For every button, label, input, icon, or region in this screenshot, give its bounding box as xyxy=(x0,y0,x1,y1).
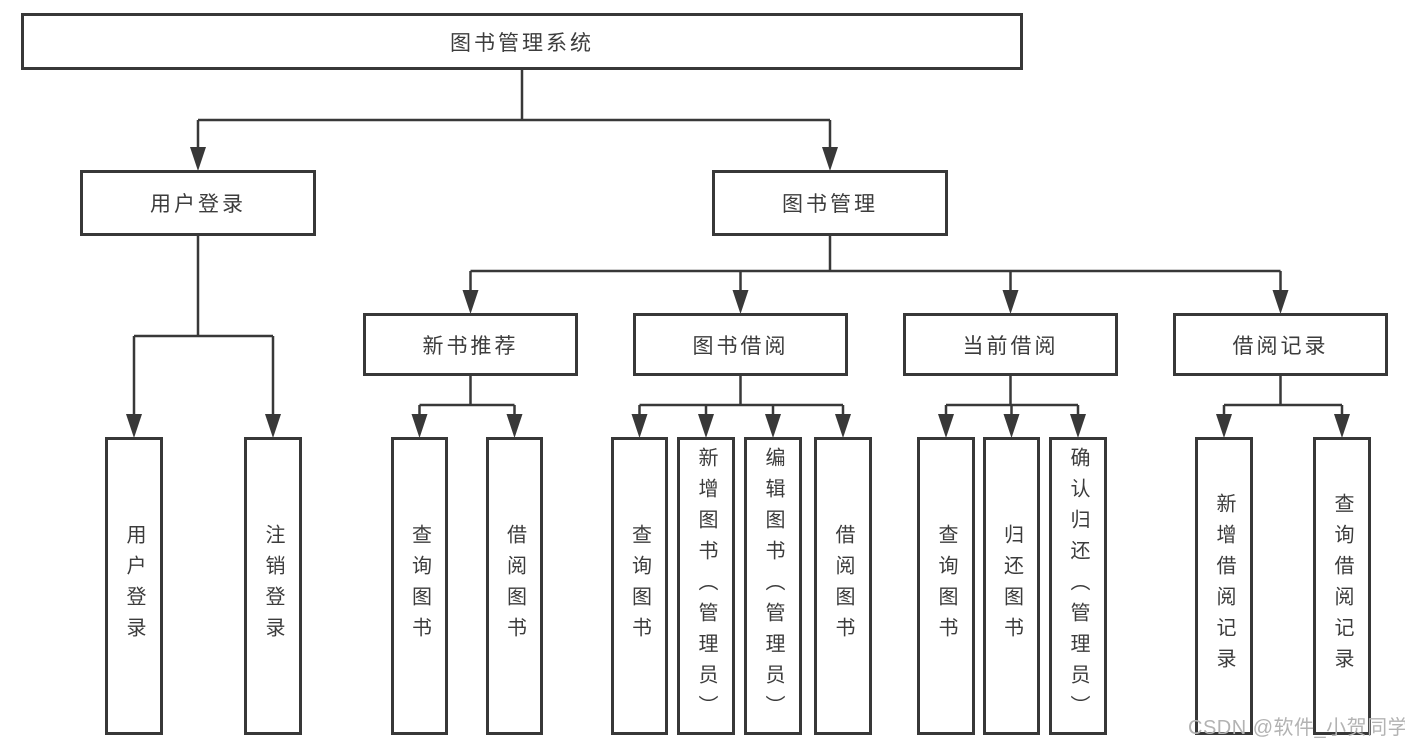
leaf-query-books-borrowing: 查询图书 xyxy=(611,437,668,735)
node-current-borrowing: 当前借阅 xyxy=(903,313,1118,376)
leaf-edit-books-admin: 编辑图书（管理员） xyxy=(744,437,802,735)
leaf-add-borrow-record: 新增借阅记录 xyxy=(1195,437,1253,735)
leaf-borrow-books-recommend: 借阅图书 xyxy=(486,437,543,735)
node-label: 新书推荐 xyxy=(422,334,519,358)
leaf-query-books-current: 查询图书 xyxy=(917,437,975,735)
node-book-management-branch: 图书管理 xyxy=(712,170,948,236)
leaf-label: 借阅图书 xyxy=(832,524,854,648)
leaf-borrow-books: 借阅图书 xyxy=(814,437,872,735)
leaf-label: 查询图书 xyxy=(408,524,431,648)
leaf-add-books-admin: 新增图书（管理员） xyxy=(677,437,735,735)
node-user-login-branch: 用户登录 xyxy=(80,170,316,236)
node-label: 图书管理 xyxy=(782,193,878,216)
node-new-book-recommendation: 新书推荐 xyxy=(363,313,578,376)
leaf-label: 新增图书（管理员） xyxy=(695,446,717,726)
node-label: 借阅记录 xyxy=(1232,334,1329,358)
leaf-label: 查询图书 xyxy=(935,524,957,648)
node-library-management-system: 图书管理系统 xyxy=(21,13,1023,70)
leaf-label: 归还图书 xyxy=(1000,524,1023,648)
leaf-logout: 注销登录 xyxy=(244,437,302,735)
leaf-query-borrow-record: 查询借阅记录 xyxy=(1313,437,1371,735)
leaf-user-login: 用户登录 xyxy=(105,437,163,735)
node-book-borrowing: 图书借阅 xyxy=(633,313,848,376)
leaf-label: 编辑图书（管理员） xyxy=(762,446,784,726)
node-label: 当前借阅 xyxy=(962,334,1059,358)
leaf-label: 注销登录 xyxy=(262,524,284,648)
leaf-label: 借阅图书 xyxy=(503,524,526,648)
leaf-label: 确认归还（管理员） xyxy=(1067,446,1089,726)
node-borrowing-records: 借阅记录 xyxy=(1173,313,1388,376)
arrowheads xyxy=(126,147,1350,438)
node-label: 图书借阅 xyxy=(692,334,789,358)
leaf-label: 查询借阅记录 xyxy=(1331,493,1353,679)
leaf-return-books: 归还图书 xyxy=(983,437,1040,735)
leaf-label: 查询图书 xyxy=(628,524,651,648)
node-label: 用户登录 xyxy=(150,193,246,216)
leaf-query-books-recommend: 查询图书 xyxy=(391,437,448,735)
leaf-label: 新增借阅记录 xyxy=(1213,493,1235,679)
node-label: 图书管理系统 xyxy=(450,31,594,55)
csdn-watermark: CSDN @软件_小贺同学 xyxy=(1188,717,1405,739)
leaf-label: 用户登录 xyxy=(123,524,145,648)
leaf-confirm-return-admin: 确认归还（管理员） xyxy=(1049,437,1107,735)
